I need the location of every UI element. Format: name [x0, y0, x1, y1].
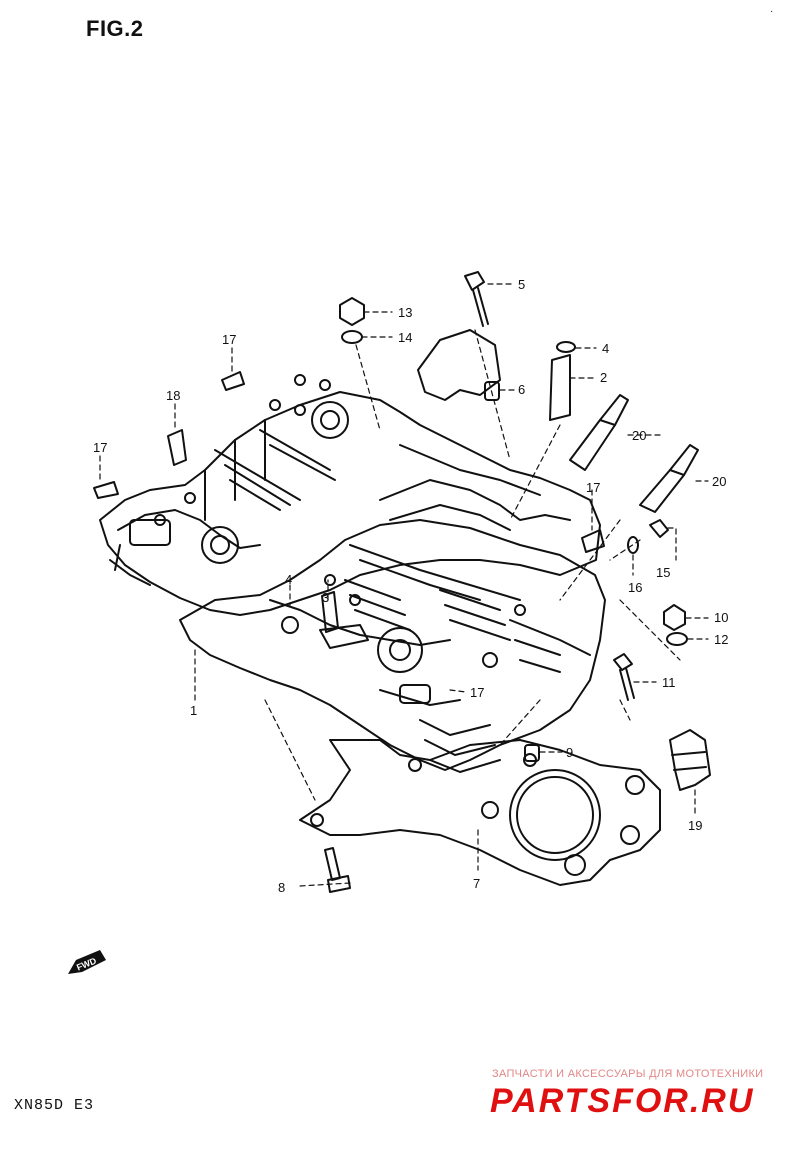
head-bolt: [324, 847, 351, 893]
callout-20-lower: 20: [712, 474, 727, 489]
callout-9: 9: [566, 745, 574, 760]
callout-1: 1: [190, 703, 198, 718]
callout-2: 2: [600, 370, 608, 385]
fwd-badge-text: FWD: [75, 955, 98, 972]
callout-8: 8: [278, 880, 286, 895]
callout-16: 16: [628, 580, 643, 595]
callout-20-upper: 20: [632, 428, 647, 443]
rear-cylinder-head: [99, 374, 601, 616]
callout-15: 15: [656, 565, 671, 580]
corner-mark: ·: [770, 6, 774, 17]
watermark-caption: ЗАПЧАСТИ И АКСЕССУАРЫ ДЛЯ МОТОТЕХНИКИ: [492, 1068, 764, 1080]
callout-17-top: 17: [222, 332, 237, 347]
watermark-logo-text: PARTSFOR.RU: [490, 1082, 754, 1120]
callout-10: 11: [662, 675, 676, 690]
plain-washer: [666, 632, 688, 646]
model-code: XN85D E3: [14, 1097, 95, 1114]
callout-6: 6: [518, 382, 526, 397]
cap-17-left: [93, 481, 119, 499]
washer: [341, 330, 363, 344]
figure-title: FIG.2: [86, 16, 144, 41]
spark-plug-upper: [569, 394, 629, 471]
cap-17-top: [221, 371, 245, 391]
rubber-damper: [669, 729, 711, 791]
callout-12: 12: [714, 632, 729, 647]
callout-3: 3: [322, 590, 330, 605]
callout-5: 5: [518, 277, 526, 292]
valve-guide: [549, 354, 571, 421]
callout-18: 18: [166, 388, 181, 403]
callout-13: 13: [398, 305, 413, 320]
stud-bolt: [613, 653, 635, 701]
flange-nut: [663, 604, 686, 631]
o-ring: [556, 341, 576, 353]
fwd-arrow-icon: [68, 950, 106, 974]
callout-17-right: 17: [586, 480, 601, 495]
sealing-washer: [627, 536, 639, 554]
callout-11: 10: [714, 610, 729, 625]
cap-nut: [339, 297, 365, 326]
long-bolt: [464, 271, 489, 327]
cap-17-right: [581, 529, 605, 553]
callout-19: 19: [688, 818, 703, 833]
leader-lines: [99, 283, 709, 887]
callout-4-top: 4: [602, 341, 610, 356]
valve-stud: [321, 591, 339, 633]
head-dowel-pin: [524, 744, 540, 762]
cap-18: [167, 429, 187, 466]
callout-4-left: 4: [285, 572, 293, 587]
callout-7: 7: [473, 876, 481, 891]
cam-holder: [417, 329, 501, 401]
watermark-logo: PARTSFOR.RU: [490, 1082, 754, 1120]
short-bolt: [649, 519, 669, 538]
front-cylinder-head: [179, 519, 606, 773]
head-gasket: [299, 739, 661, 886]
callout-14: 14: [398, 330, 413, 345]
spark-plug-lower: [639, 444, 699, 513]
callout-17-center: 17: [470, 685, 485, 700]
callout-17-left: 17: [93, 440, 108, 455]
